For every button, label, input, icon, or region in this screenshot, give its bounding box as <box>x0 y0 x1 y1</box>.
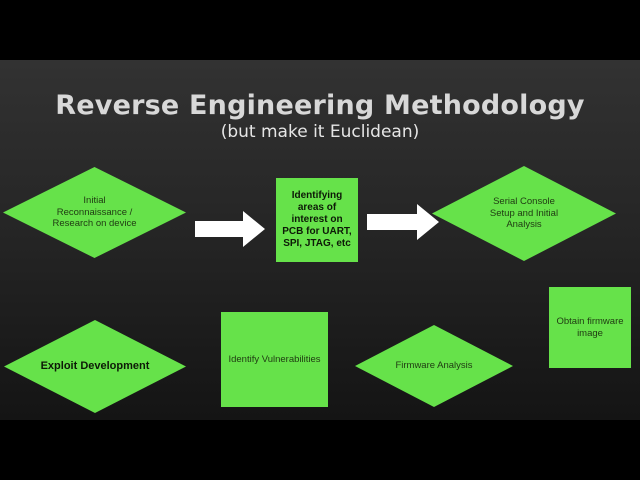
firmware-analysis-label: Firmware Analysis <box>395 360 473 372</box>
exploit-dev-diamond: Exploit Development <box>4 320 186 413</box>
obtain-firmware-label: Obtain firmware image <box>556 315 624 339</box>
arrow-right-icon <box>367 204 439 240</box>
identify-pcb-label: Identifying areas of interest on PCB for… <box>282 189 352 250</box>
serial-console-label: Serial Console Setup and Initial Analysi… <box>489 195 559 231</box>
firmware-analysis-diamond: Firmware Analysis <box>355 325 513 407</box>
identify-vulns-box: Identify Vulnerabilities <box>221 312 328 407</box>
slide-title: Reverse Engineering Methodology <box>55 90 585 121</box>
recon-diamond-shape <box>3 167 186 258</box>
exploit-dev-diamond-shape <box>4 320 186 413</box>
recon-diamond: Initial Reconnaissance / Research on dev… <box>3 167 186 258</box>
slide: Reverse Engineering Methodology (but mak… <box>0 60 640 420</box>
serial-console-diamond-shape <box>432 166 616 261</box>
identify-pcb-box: Identifying areas of interest on PCB for… <box>276 178 358 262</box>
obtain-firmware-box: Obtain firmware image <box>549 287 631 368</box>
identify-vulns-label: Identify Vulnerabilities <box>228 353 321 365</box>
exploit-dev-label: Exploit Development <box>40 359 150 372</box>
slide-subtitle: (but make it Euclidean) <box>220 122 420 142</box>
arrow-right-icon <box>195 211 265 247</box>
firmware-analysis-diamond-shape <box>355 325 513 407</box>
serial-console-diamond: Serial Console Setup and Initial Analysi… <box>432 166 616 261</box>
recon-label: Initial Reconnaissance / Research on dev… <box>52 194 137 230</box>
